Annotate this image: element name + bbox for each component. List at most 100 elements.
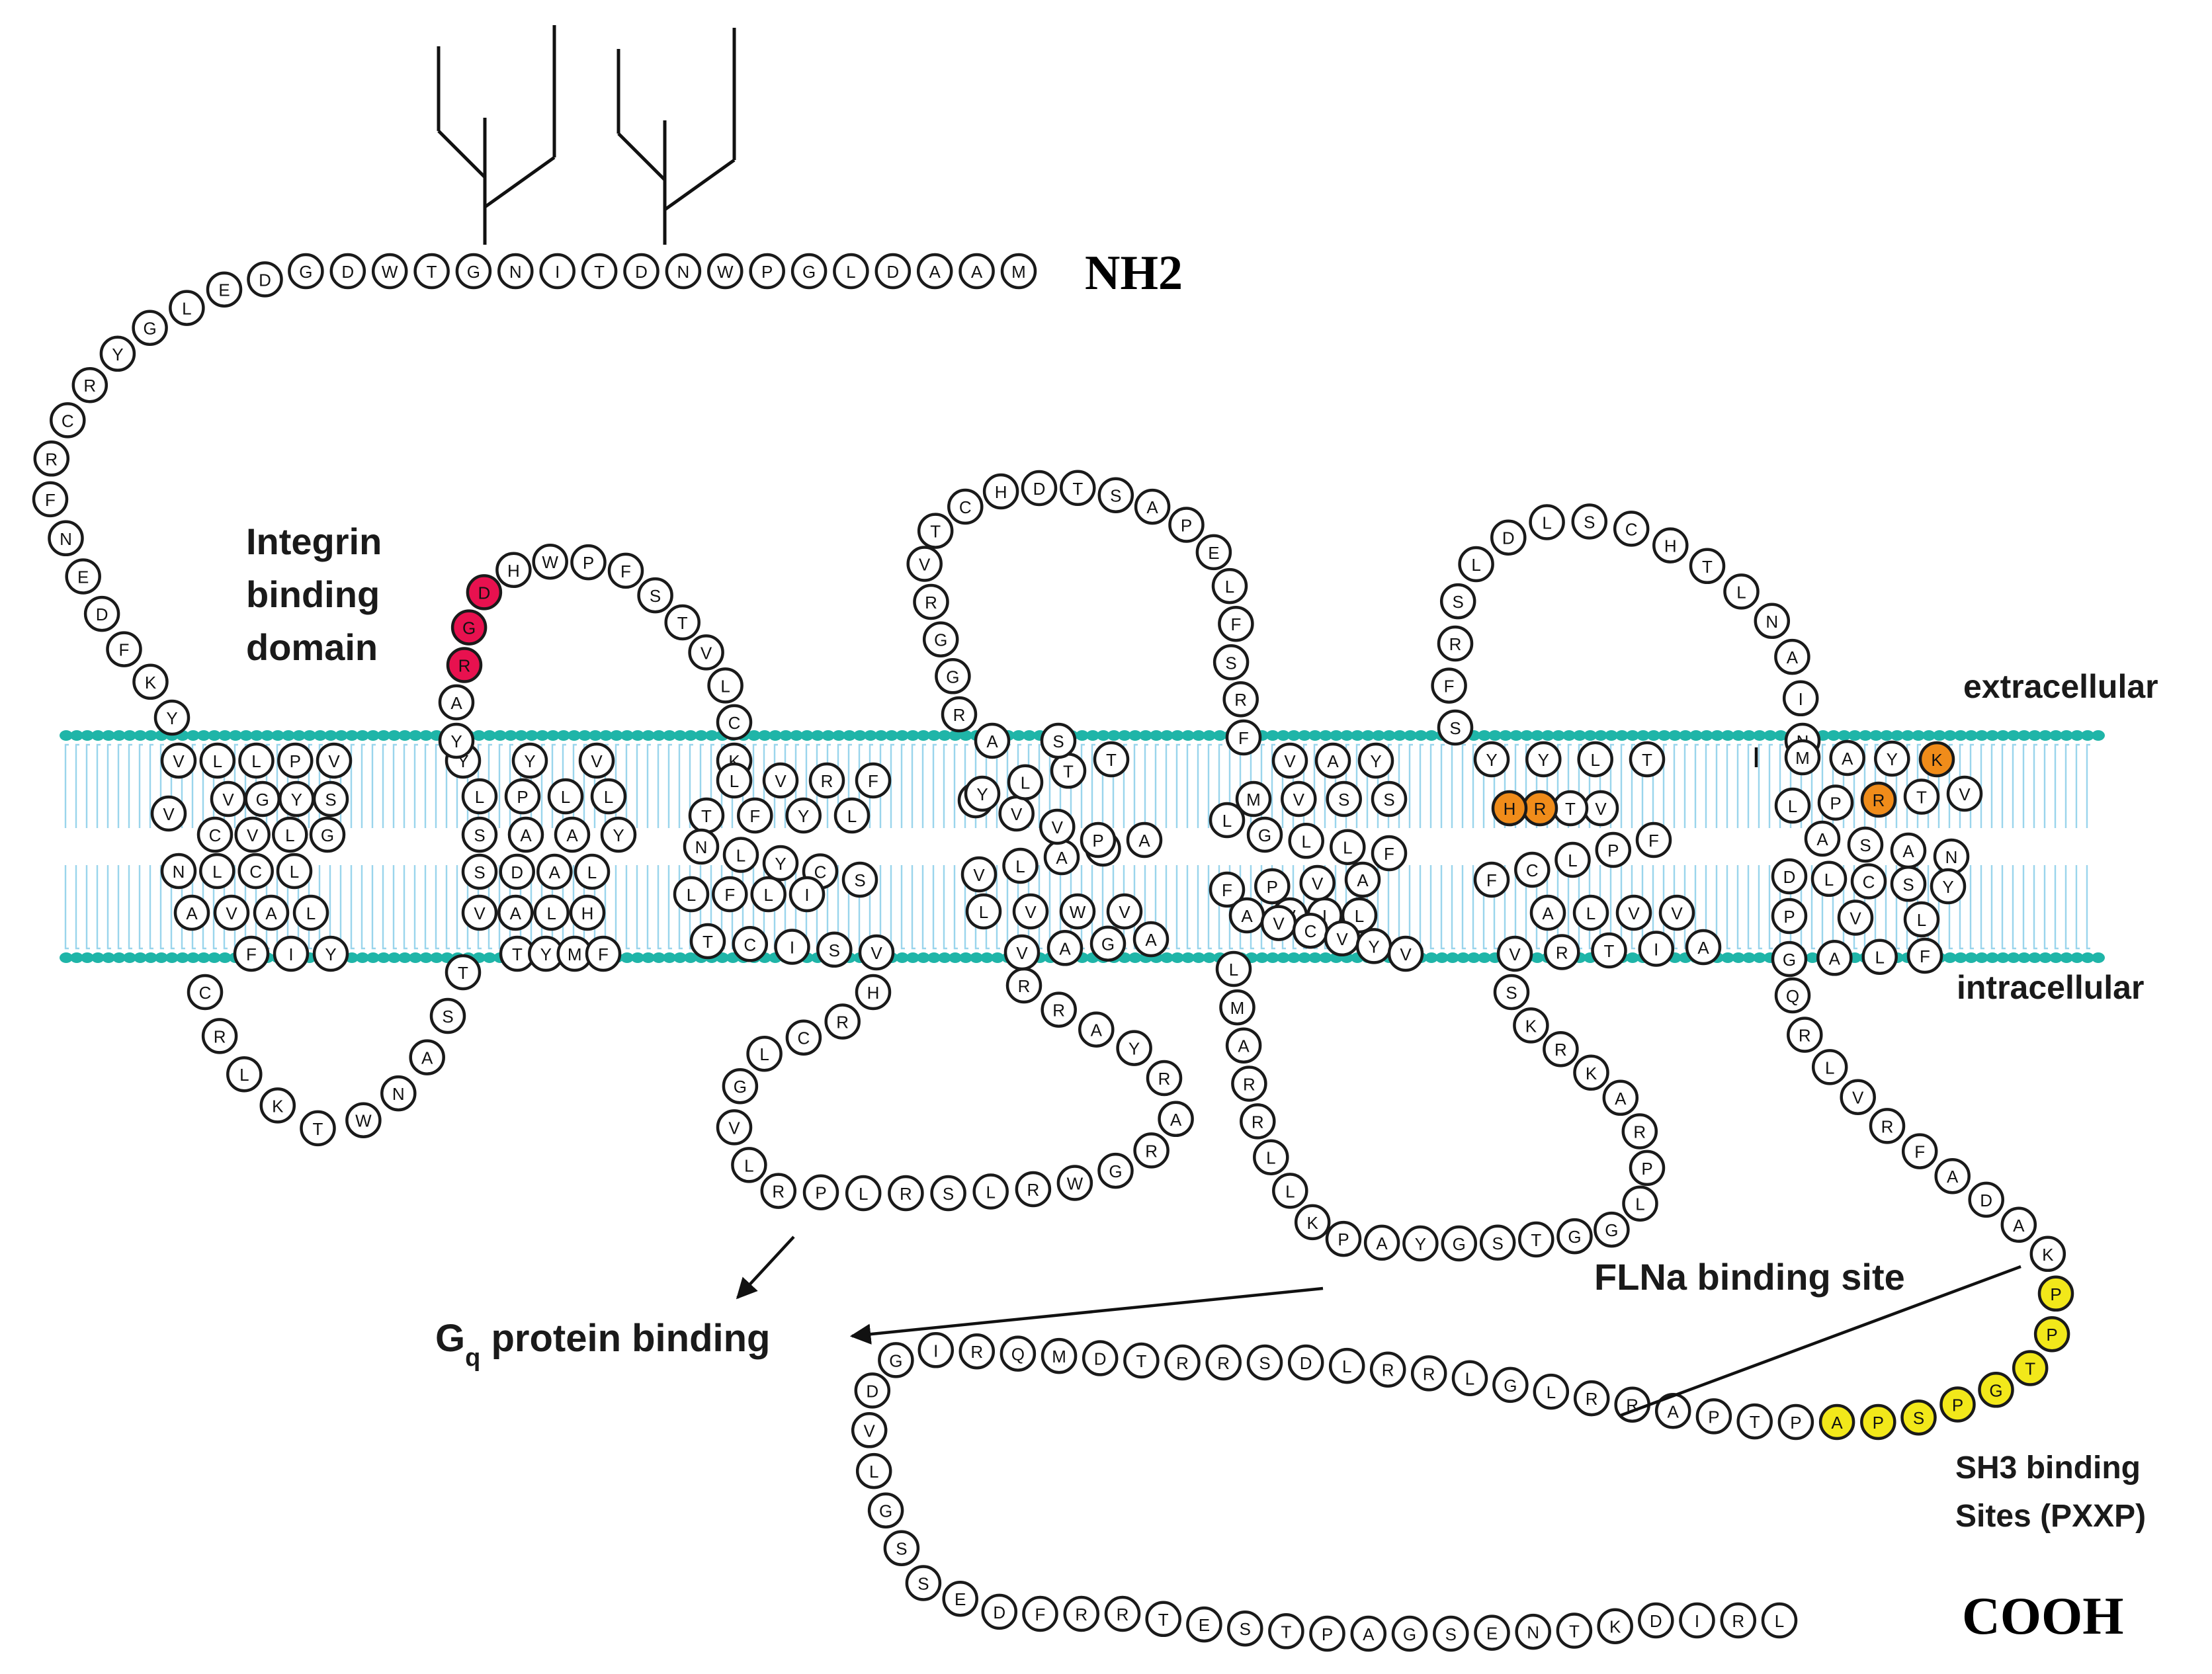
svg-text:T: T xyxy=(1702,557,1713,577)
svg-text:P: P xyxy=(1641,1159,1652,1179)
gq-rest: protein binding xyxy=(480,1317,770,1360)
residue-g: G xyxy=(309,816,346,853)
svg-text:R: R xyxy=(1534,799,1547,819)
residue-g: G xyxy=(1246,816,1283,853)
residue-t: T xyxy=(1556,1612,1593,1649)
svg-text:G: G xyxy=(889,1351,902,1370)
svg-text:Y: Y xyxy=(798,806,809,826)
annotation-arrows xyxy=(736,747,2021,1417)
svg-text:S: S xyxy=(1383,790,1394,810)
svg-text:T: T xyxy=(458,963,468,983)
residue-f: F xyxy=(106,631,142,667)
residue-a: A xyxy=(1158,1101,1194,1138)
residue-g: G xyxy=(1391,1615,1428,1652)
svg-text:C: C xyxy=(728,713,741,733)
svg-text:K: K xyxy=(1525,1016,1537,1036)
residue-y: Y xyxy=(1355,928,1392,964)
residue-s: S xyxy=(1212,644,1250,681)
svg-text:Q: Q xyxy=(1786,986,1799,1006)
residue-t: T xyxy=(1268,1613,1304,1650)
svg-text:I: I xyxy=(555,262,560,282)
svg-text:K: K xyxy=(1586,1064,1597,1083)
residue-n: N xyxy=(160,853,197,890)
residue-g: G xyxy=(867,1492,904,1528)
svg-text:L: L xyxy=(306,903,316,923)
residue-s: S xyxy=(312,780,349,817)
residue-a: A xyxy=(1529,894,1566,931)
residue-i: I xyxy=(917,1332,955,1368)
svg-text:S: S xyxy=(474,825,485,845)
gq-subscript: q xyxy=(465,1344,480,1372)
svg-text:C: C xyxy=(1625,519,1638,539)
residue-f: F xyxy=(1473,861,1510,898)
residue-l: L xyxy=(731,1147,767,1183)
residue-d: D xyxy=(874,253,912,290)
residue-k: K xyxy=(259,1087,296,1124)
residue-a: A xyxy=(438,684,475,721)
residue-l: L xyxy=(1761,1602,1798,1639)
residue-f: F xyxy=(1022,1595,1058,1632)
svg-text:D: D xyxy=(635,262,648,282)
residue-y: Y xyxy=(153,699,191,736)
residue-s: S xyxy=(1326,780,1362,817)
residue-t: T xyxy=(688,797,725,834)
residue-k: K xyxy=(1513,1007,1549,1044)
residue-a: A xyxy=(958,253,995,290)
svg-text:M: M xyxy=(568,944,582,964)
residue-t: T xyxy=(1591,932,1627,969)
svg-text:L: L xyxy=(759,1044,769,1064)
residue-d: D xyxy=(1771,858,1808,895)
residue-r: R xyxy=(1621,1113,1658,1150)
svg-text:V: V xyxy=(1025,902,1037,922)
svg-text:S: S xyxy=(1259,1353,1270,1373)
residue-a: A xyxy=(1046,930,1084,966)
svg-text:P: P xyxy=(290,751,301,771)
residue-r: R xyxy=(1573,1380,1610,1417)
residue-d: D xyxy=(466,574,503,610)
svg-text:L: L xyxy=(1736,582,1746,602)
residue-t: T xyxy=(1050,753,1087,789)
residue-f: F xyxy=(1635,821,1672,858)
svg-text:G: G xyxy=(734,1077,747,1097)
svg-text:K: K xyxy=(272,1096,284,1116)
residue-s: S xyxy=(816,931,853,968)
svg-text:A: A xyxy=(1615,1089,1627,1109)
svg-text:P: P xyxy=(815,1183,826,1203)
svg-text:W: W xyxy=(542,552,558,572)
svg-text:S: S xyxy=(1225,653,1236,673)
svg-text:S: S xyxy=(1240,1619,1251,1639)
svg-text:R: R xyxy=(1027,1180,1040,1200)
residue-a: A xyxy=(1344,861,1381,898)
svg-text:R: R xyxy=(1449,634,1462,654)
residue-s: S xyxy=(1493,974,1530,1011)
residue-s: S xyxy=(1479,1224,1516,1261)
residue-s: S xyxy=(930,1175,966,1212)
residue-r: R xyxy=(1240,1103,1276,1140)
svg-text:V: V xyxy=(1336,929,1348,949)
svg-text:S: S xyxy=(474,862,485,882)
svg-text:R: R xyxy=(772,1182,785,1202)
svg-text:G: G xyxy=(1783,950,1796,970)
residue-a: A xyxy=(1829,739,1865,776)
svg-text:R: R xyxy=(214,1026,226,1046)
svg-text:V: V xyxy=(226,903,237,923)
svg-text:L: L xyxy=(546,903,556,923)
svg-text:N: N xyxy=(677,262,690,282)
svg-text:S: S xyxy=(917,1574,929,1594)
svg-text:D: D xyxy=(96,605,108,624)
residue-r: R xyxy=(888,1175,924,1212)
residue-a: A xyxy=(1685,929,1722,966)
svg-text:L: L xyxy=(1266,1148,1275,1168)
svg-text:P: P xyxy=(1873,1413,1884,1433)
residue-s: S xyxy=(841,861,878,898)
svg-text:M: M xyxy=(1246,790,1261,810)
residue-f: F xyxy=(1431,667,1467,704)
residue-a: A xyxy=(1132,921,1170,958)
svg-text:V: V xyxy=(1852,1088,1864,1108)
residue-r: R xyxy=(1544,934,1580,970)
residue-p: P xyxy=(1695,1398,1732,1435)
residue-s: S xyxy=(1227,1610,1263,1647)
svg-text:R: R xyxy=(1732,1611,1744,1631)
svg-text:S: S xyxy=(325,790,336,810)
svg-text:L: L xyxy=(182,299,191,319)
